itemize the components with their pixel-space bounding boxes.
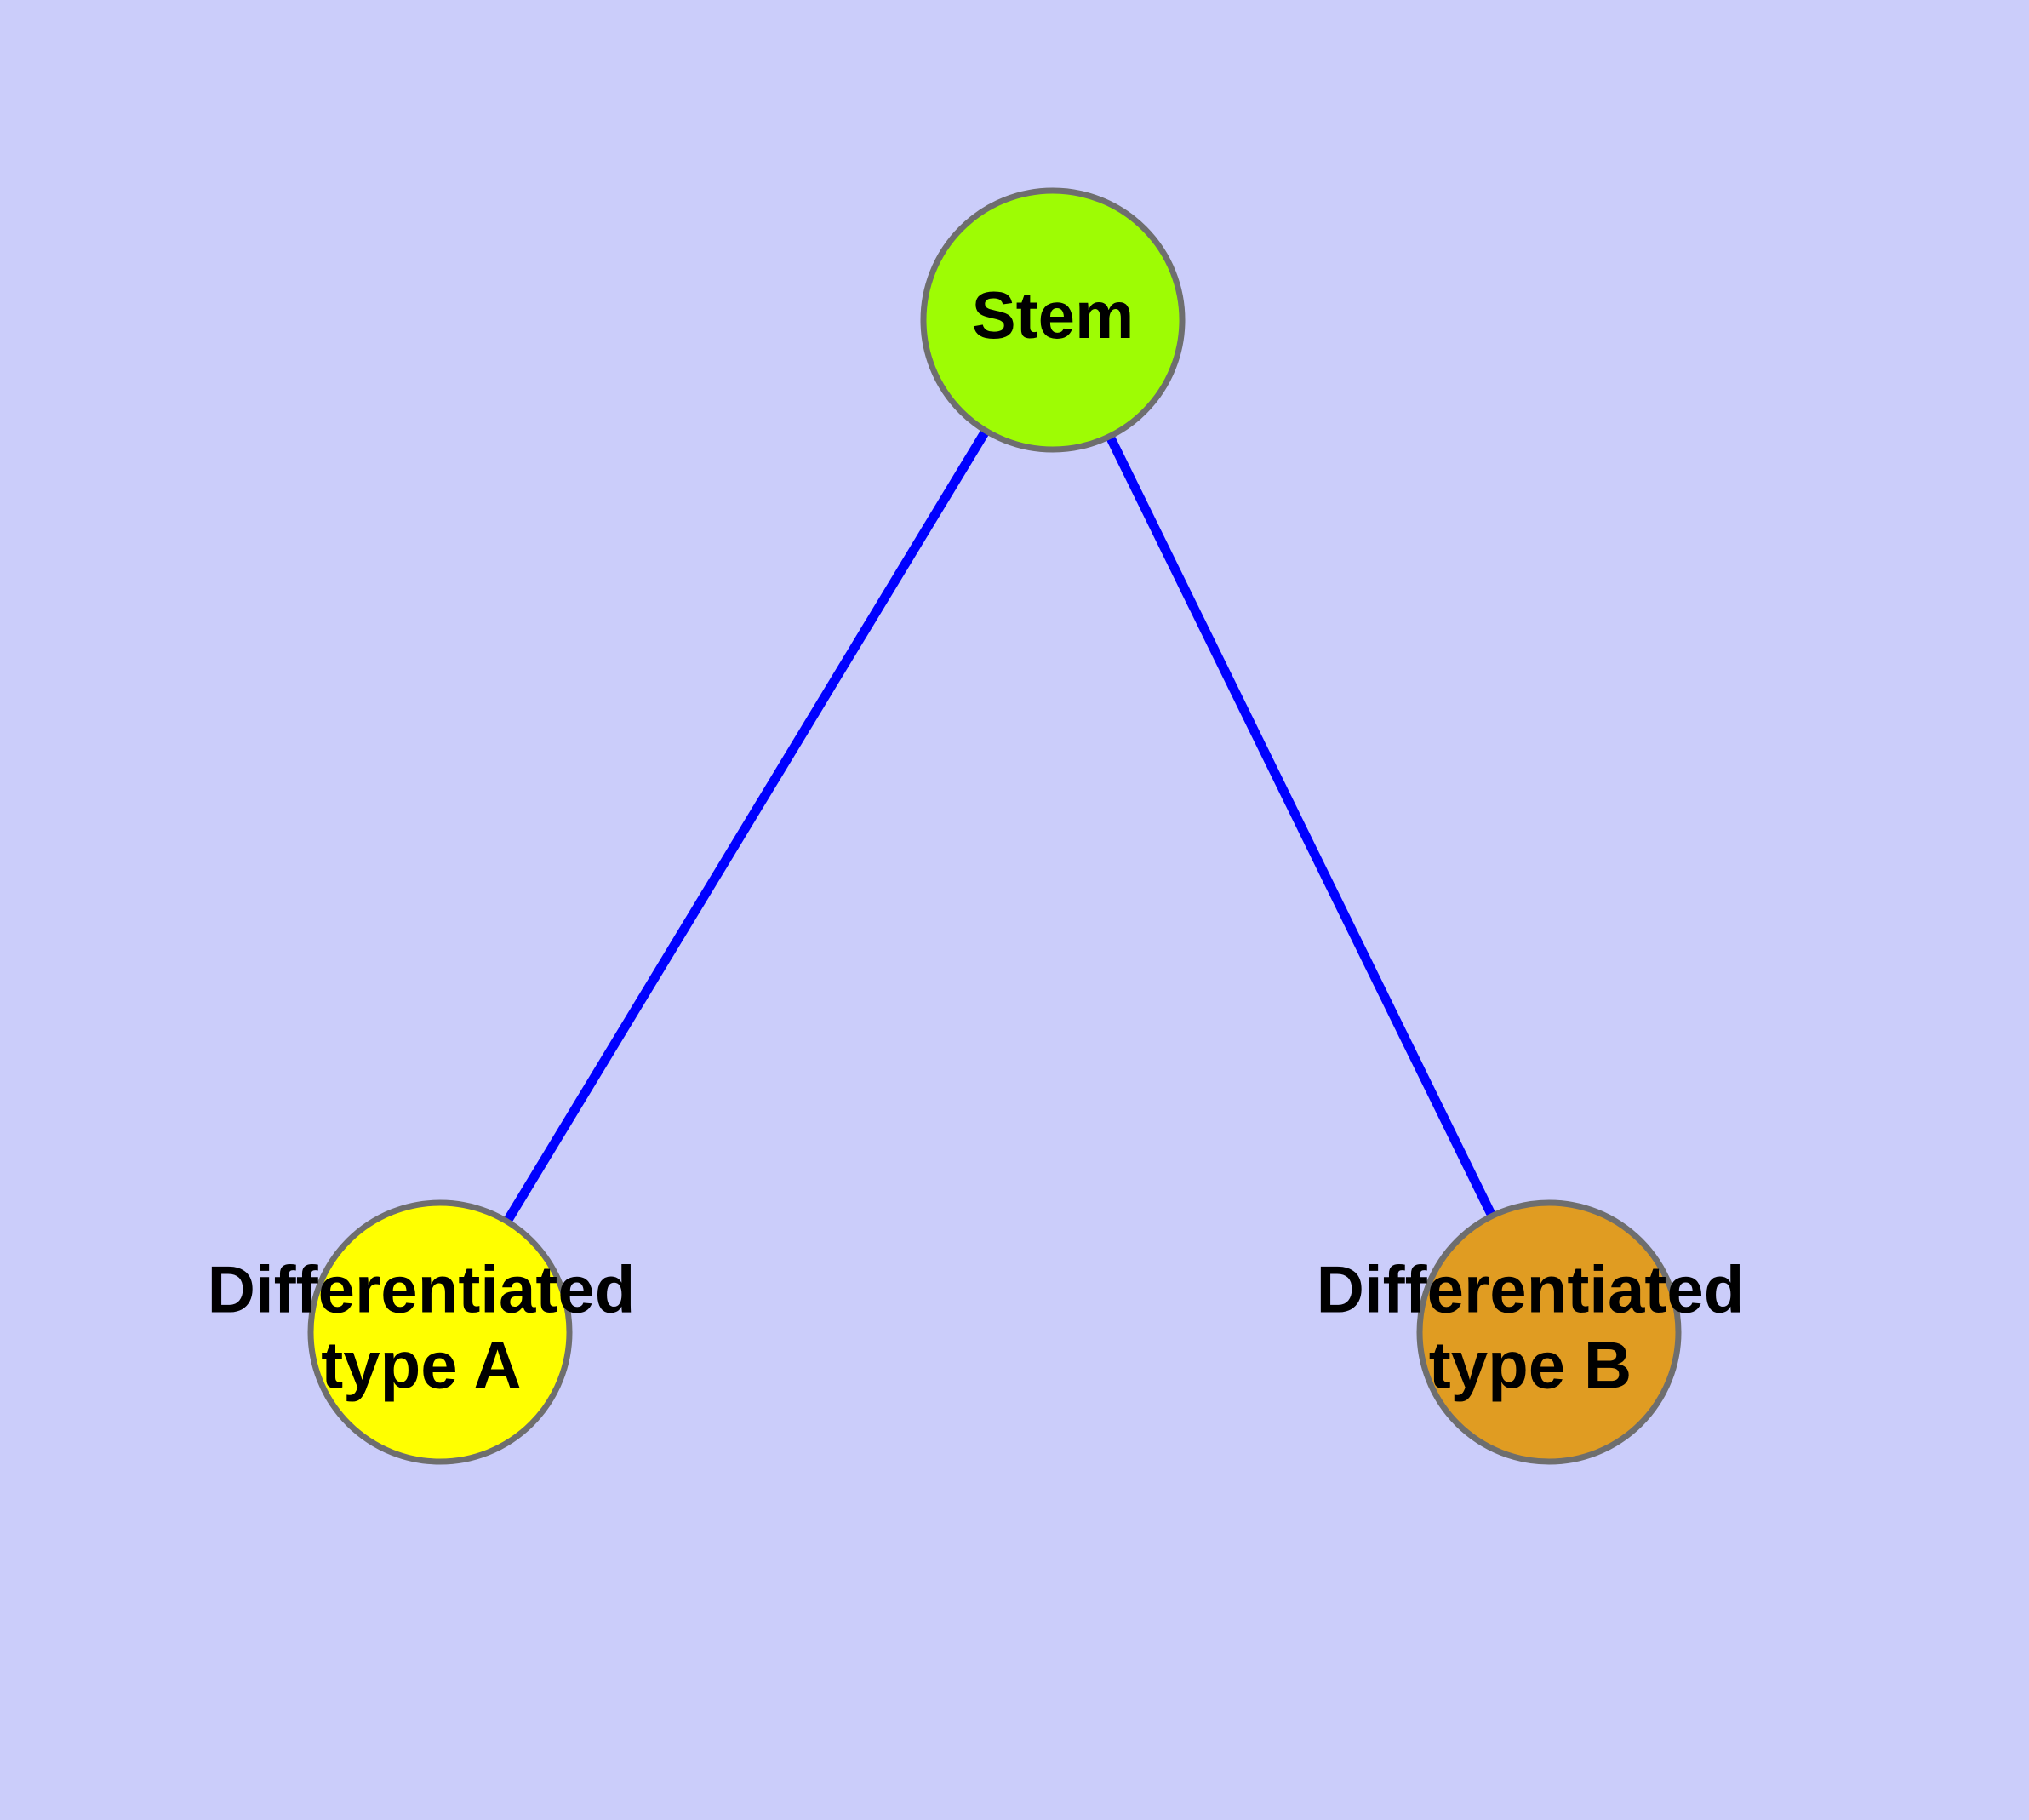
graph-node-stem[interactable]: Stem	[920, 187, 1186, 453]
node-label-line: type A	[321, 1327, 522, 1402]
edges-layer	[500, 425, 1498, 1228]
node-label-line: Differentiated	[1317, 1251, 1745, 1326]
node-circle-stem[interactable]	[920, 187, 1186, 453]
node-label-line: Stem	[972, 278, 1135, 352]
node-circle-diff-a[interactable]	[307, 1199, 573, 1465]
node-label-stem: Stem	[972, 278, 1135, 352]
node-label-line: Differentiated	[208, 1251, 636, 1326]
node-circle-diff-b[interactable]	[1416, 1199, 1682, 1465]
node-label-line: type B	[1429, 1327, 1632, 1402]
graph-edge	[500, 425, 992, 1228]
graph-edge	[1104, 431, 1498, 1222]
